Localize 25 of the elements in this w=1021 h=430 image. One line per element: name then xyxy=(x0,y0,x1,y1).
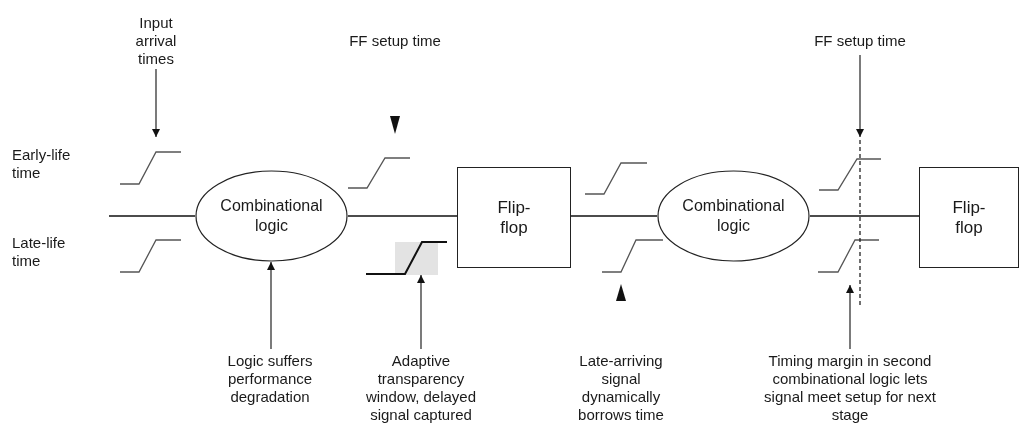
annotation-text: FF setup time xyxy=(349,32,441,50)
signal-wire xyxy=(347,215,458,217)
signal-wire xyxy=(809,215,920,217)
arrow xyxy=(846,284,854,350)
annotation-text: Late-arriving signal dynamically borrows time xyxy=(577,352,665,424)
arrow xyxy=(856,54,864,138)
transparency-window xyxy=(395,242,438,275)
annotation-text: Input arrival times xyxy=(134,14,178,68)
node-label: Combinational logic xyxy=(681,196,786,236)
node-label: Flip-flop xyxy=(496,197,532,238)
node-label: Combinational logic xyxy=(219,196,324,236)
node-label: Flip-flop xyxy=(951,197,987,238)
arrow xyxy=(152,68,160,138)
signal-wire xyxy=(108,215,196,217)
row-label: Early-life time xyxy=(12,146,72,182)
row-label: Late-life time xyxy=(12,234,67,270)
flip-flop-box xyxy=(457,167,571,268)
arrow xyxy=(417,274,425,350)
annotation-text: FF setup time xyxy=(814,32,906,50)
annotation-text: Logic suffers performance degradation xyxy=(226,352,314,406)
flip-flop-box xyxy=(919,167,1019,268)
signal-wire xyxy=(570,215,658,217)
annotation-text: Timing margin in second combinational logic lets signal meet setup for next stage xyxy=(763,352,937,424)
arrow xyxy=(267,261,275,350)
annotation-text: Adaptive transparency window, delayed signal captured xyxy=(364,352,478,424)
